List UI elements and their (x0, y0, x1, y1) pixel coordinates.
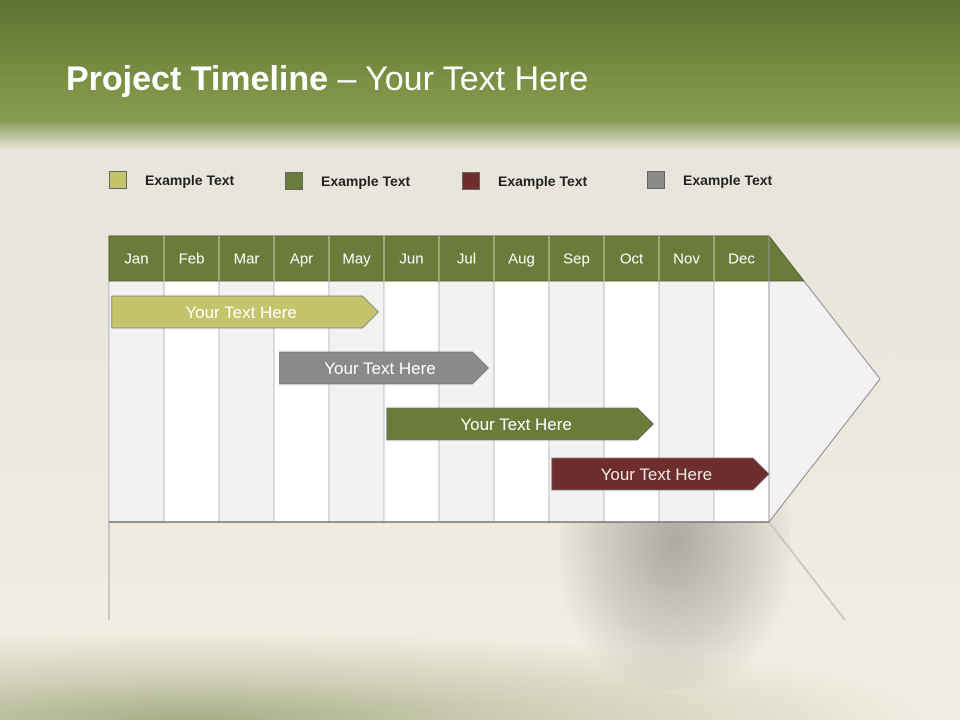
month-label-nov: Nov (673, 251, 700, 268)
legend-label-1: Example Text (145, 172, 235, 188)
month-label-feb: Feb (179, 251, 205, 268)
title-banner (0, 0, 960, 150)
month-label-sep: Sep (563, 251, 590, 268)
legend-item-3: Example Text (462, 172, 587, 190)
legend-item-2: Example Text (285, 172, 410, 190)
task-bar-3 (386, 407, 655, 441)
legend-label-2: Example Text (321, 173, 411, 189)
legend-label-4: Example Text (683, 172, 773, 188)
slide-title-rest: – Your Text Here (328, 60, 589, 98)
slide-title-bold: Project Timeline (66, 60, 329, 98)
month-label-apr: Apr (290, 251, 313, 268)
reflection-right-edge (768, 521, 846, 621)
month-label-jan: Jan (124, 251, 148, 268)
legend-swatch-4 (647, 171, 665, 189)
month-label-oct: Oct (620, 251, 644, 268)
task-label-3: Your Text Here (460, 415, 572, 434)
task-bar-2 (279, 351, 490, 385)
legend-swatch-3 (462, 172, 480, 190)
month-label-may: May (342, 251, 371, 268)
slide-title: Project Timeline – Your Text Here (66, 60, 588, 99)
month-column-jul (438, 280, 495, 523)
task-label-2: Your Text Here (324, 359, 436, 378)
legend-item-4: Example Text (647, 171, 772, 189)
background-hill (0, 630, 960, 720)
task-bar-1 (111, 295, 380, 329)
month-column-aug (493, 280, 550, 523)
month-label-dec: Dec (728, 251, 755, 268)
month-label-jun: Jun (399, 251, 423, 268)
task-bar-4 (551, 457, 770, 491)
task-label-4: Your Text Here (601, 465, 713, 484)
month-column-jun (383, 280, 440, 523)
month-label-mar: Mar (234, 251, 260, 268)
legend-label-3: Example Text (498, 173, 588, 189)
month-label-jul: Jul (457, 251, 476, 268)
task-label-1: Your Text Here (185, 303, 297, 322)
legend-swatch-1 (109, 171, 127, 189)
month-label-aug: Aug (508, 251, 535, 268)
legend-item-1: Example Text (109, 171, 234, 189)
legend-swatch-2 (285, 172, 303, 190)
